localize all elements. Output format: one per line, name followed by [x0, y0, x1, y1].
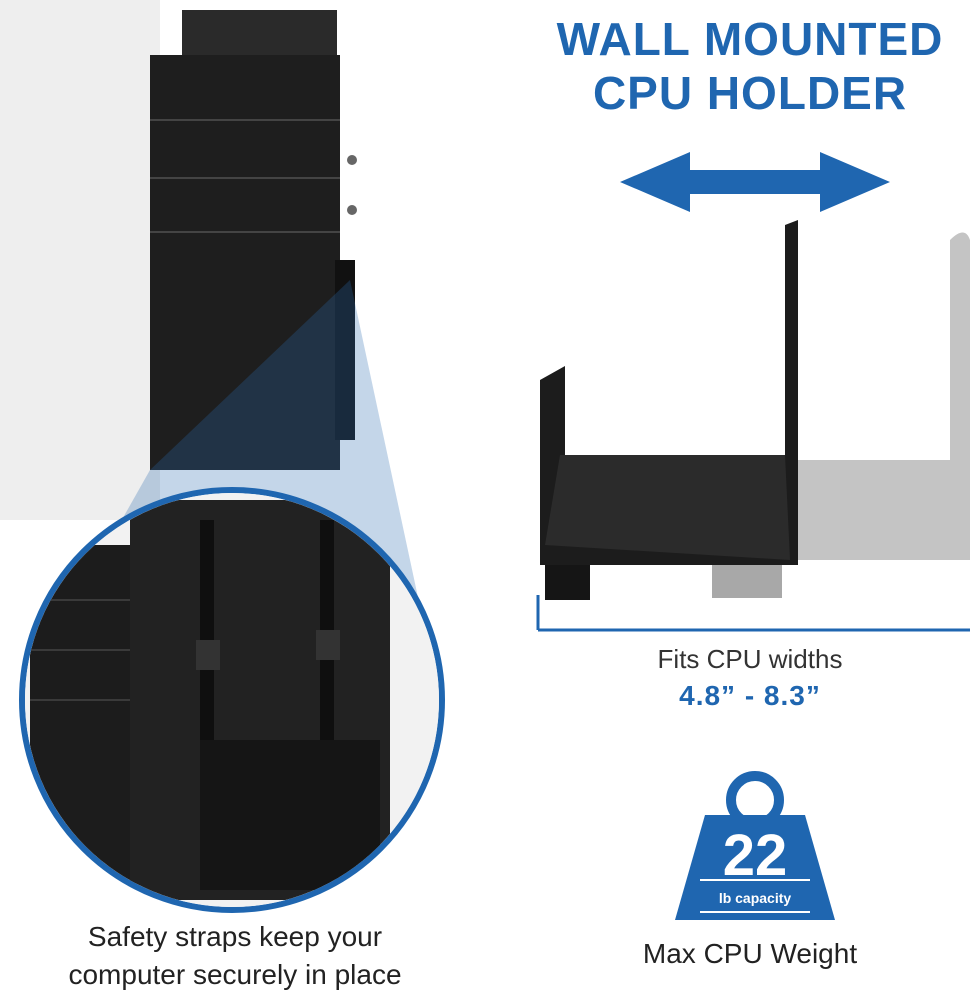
weight-icon [675, 771, 835, 920]
magnifier-circle [19, 487, 445, 913]
double-arrow-icon [620, 152, 890, 212]
weight-number: 22 [722, 823, 788, 888]
page-title-line-2: CPU HOLDER [592, 67, 908, 119]
strap-caption-line-1: Safety straps keep your [87, 921, 383, 952]
cpu-holder-product [540, 220, 970, 600]
product-illustration [0, 0, 970, 920]
weight-unit: lb capacity [718, 890, 792, 906]
fit-range: 4.8” - 8.3” [679, 680, 821, 711]
max-weight-label: Max CPU Weight [642, 938, 858, 969]
page-title-line-1: WALL MOUNTED [556, 13, 944, 65]
strap-caption-line-2: computer securely in place [68, 959, 402, 990]
strap-caption: Safety straps keep your computer securel… [10, 918, 460, 994]
fit-label: Fits CPU widths [657, 644, 843, 674]
wall-background [0, 0, 160, 520]
cpu-tower-top [150, 10, 357, 470]
